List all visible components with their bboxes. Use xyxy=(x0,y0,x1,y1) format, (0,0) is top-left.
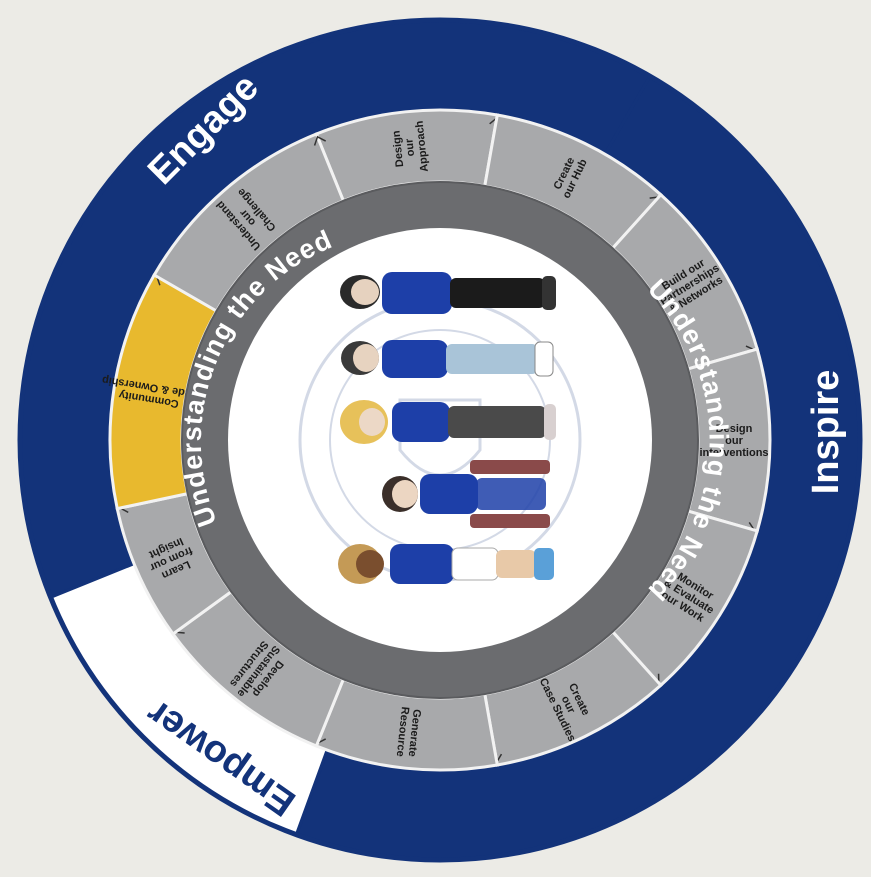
person-figure xyxy=(382,460,550,528)
segment-label: GenerateResource xyxy=(394,706,423,758)
person-figure xyxy=(338,544,554,584)
diagram-segment: GenerateResource xyxy=(313,677,500,772)
band-outline xyxy=(17,17,863,863)
person-figure xyxy=(341,340,554,378)
inspire-title: Inspire xyxy=(805,370,847,495)
diagram-segment: Build ourPartnerships& Networks xyxy=(610,192,760,371)
segment-label: DesignourApproach xyxy=(390,120,431,175)
diagram-segment: CommunityPride & Ownership xyxy=(101,272,219,511)
person-figure xyxy=(340,400,556,444)
people-illustration xyxy=(338,272,556,584)
inner-ring-edge xyxy=(181,181,699,699)
segment-label: Learnfrom ourInsight xyxy=(142,533,199,585)
person-figure xyxy=(340,272,556,314)
diagram-segment: Learnfrom ourInsight xyxy=(115,491,234,637)
diagram-segment: UnderstandourChallenge xyxy=(152,132,346,314)
segment-connector xyxy=(313,135,327,146)
